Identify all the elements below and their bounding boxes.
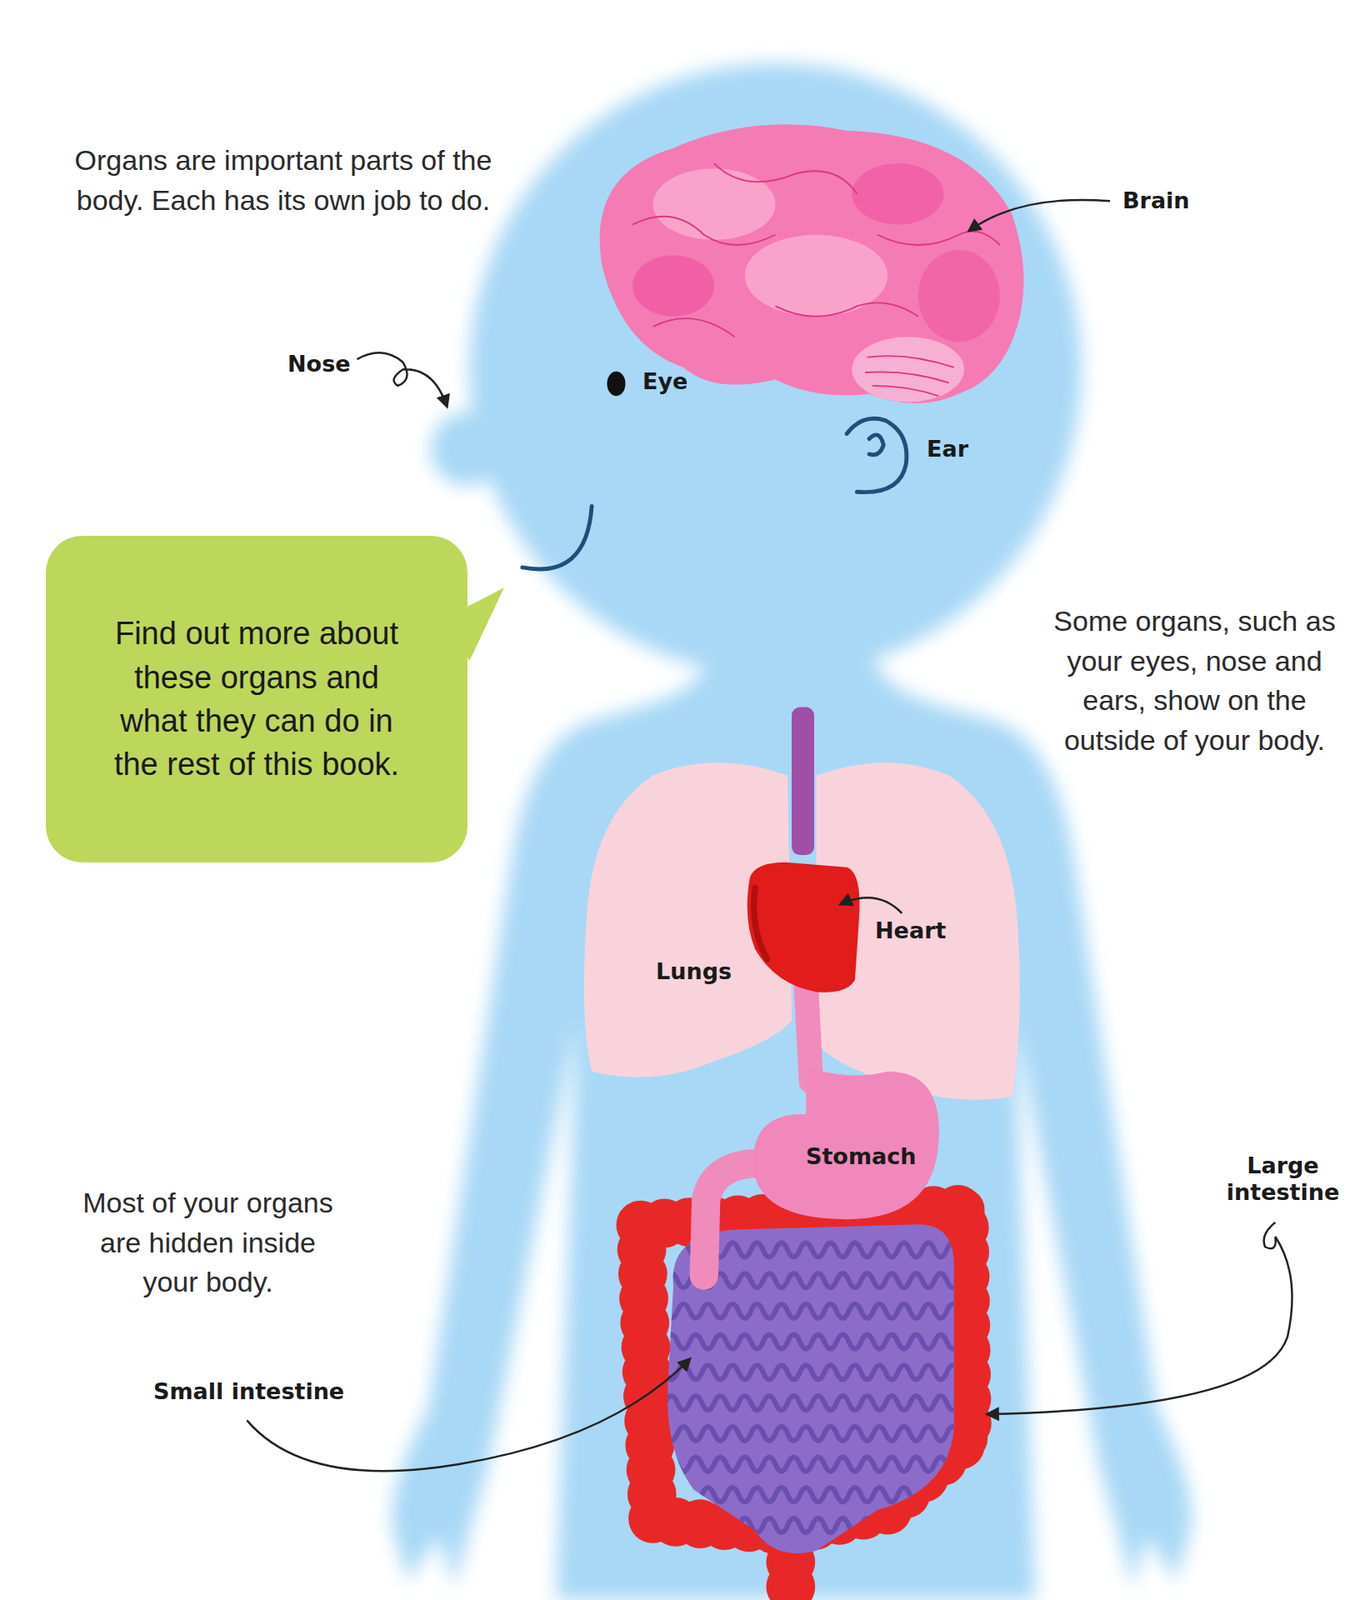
organ-label: Nose	[287, 350, 351, 378]
brain-patch	[851, 163, 944, 225]
eye-dot	[606, 371, 625, 396]
intestine-coil	[653, 1426, 972, 1441]
intestine-coil	[665, 1335, 984, 1350]
organ-label: Brain	[1122, 187, 1190, 215]
organ-label: Stomach	[805, 1143, 916, 1170]
organ-label: Eye	[642, 368, 688, 395]
intestine-coil	[665, 1395, 984, 1410]
leader-line	[969, 200, 1110, 231]
leader-line	[840, 897, 902, 914]
intestine-coil	[653, 1365, 972, 1380]
large-intestine	[616, 1185, 992, 1600]
leader-line	[987, 1222, 1292, 1415]
organ-label: Ear	[926, 435, 969, 463]
note-text: Organs are important parts of the body. …	[74, 140, 493, 220]
nose-shape	[430, 412, 505, 486]
organ-label: Heart	[875, 917, 946, 945]
note-text: Most of your organs are hidden inside yo…	[79, 1183, 337, 1303]
intestine-coil	[665, 1518, 984, 1533]
brain-shape	[600, 124, 1025, 404]
brain	[600, 124, 1025, 404]
note-text: Some organs, such as your eyes, nose and…	[1042, 601, 1347, 760]
head	[469, 63, 1082, 676]
leader-line	[357, 352, 448, 406]
leader-line	[246, 1359, 690, 1471]
organ-label: Small intestine	[153, 1378, 345, 1405]
stomach-shape	[753, 1066, 940, 1220]
intestine-coil	[653, 1304, 972, 1319]
cerebellum	[851, 336, 965, 402]
intestine-coil	[665, 1456, 984, 1471]
brain-wrinkles	[632, 163, 1000, 396]
speech-bubble: Find out more about these organs and wha…	[45, 535, 468, 863]
heart-shape	[747, 862, 860, 993]
heart-shade	[754, 887, 768, 960]
mouth	[522, 505, 592, 570]
body-outline	[391, 63, 1191, 1600]
organ-label: Lungs	[655, 958, 732, 985]
brain-patch	[632, 255, 715, 316]
gut-tube	[704, 1163, 760, 1276]
bubble-text: Find out more about these organs and wha…	[106, 611, 407, 787]
brain-patch	[653, 168, 776, 240]
organ-label: Large intestine	[1219, 1152, 1347, 1207]
intestine-coil	[653, 1487, 972, 1502]
ear-shape	[846, 418, 907, 492]
torso	[391, 642, 1191, 1600]
windpipe	[791, 707, 815, 856]
brain-patch	[918, 250, 1000, 342]
